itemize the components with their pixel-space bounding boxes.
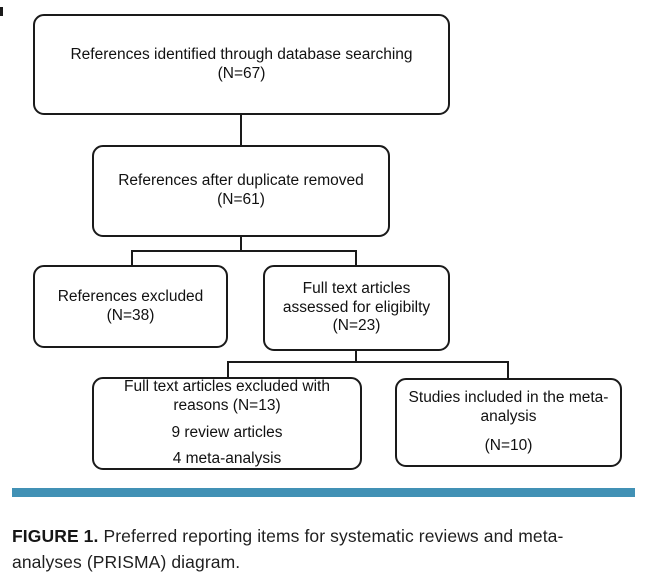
box-references-identified: References identified through database s… [33,14,450,115]
box-text-line: References identified through database s… [70,45,413,63]
figure-caption: FIGURE 1. Preferred reporting items for … [12,523,640,575]
box-count: (N=23) [332,317,381,335]
box-count: (N=67) [217,64,266,82]
box-fulltext-assessed: Full text articles assessed for eligibil… [263,265,450,351]
connector-drop-included [507,361,509,378]
box-studies-included: Studies included in the meta- analysis (… [395,378,622,467]
box-text-line: References excluded [57,287,204,305]
box-text-line: Full text articles [302,279,411,297]
box-count: (N=38) [106,306,155,324]
scan-artifact-mark [0,7,3,16]
box-text-line: assessed for eligibilty [282,298,431,316]
box-count: (N=10) [484,437,533,455]
figure-caption-text-line2: analyses (PRISMA) diagram. [12,551,241,572]
box-count: (N=61) [217,191,265,208]
box-references-excluded: References excluded (N=38) [33,265,228,348]
box-fulltext-excluded-with-reasons: Full text articles excluded with reasons… [92,377,362,470]
box-reason-item: 9 review articles [171,423,283,441]
connector-branch-row4 [227,361,509,363]
connector-drop-fulltext-excluded [227,361,229,377]
connector-assessed-stub [355,351,357,362]
box-references-after-duplicate-removed: References after duplicate removed (N=61… [92,145,390,237]
connector-deduplicated-stub [240,237,242,252]
box-text-line: Studies included in the meta- [408,388,609,406]
connector-drop-assessed [355,250,357,265]
box-text-line: reasons (N=13) [173,396,281,414]
accent-divider-bar [12,488,635,497]
figure-caption-label: FIGURE 1. [12,525,99,546]
box-text-line: References after duplicate removed [118,172,364,190]
box-text-line: analysis [480,407,537,425]
figure-caption-text-line1: Preferred reporting items for systematic… [103,525,564,546]
box-text-line: Full text articles excluded with [124,377,330,395]
connector-identified-to-deduplicated [240,115,242,145]
connector-branch-row3 [131,250,357,252]
box-reason-item: 4 meta-analysis [172,450,282,468]
connector-drop-excluded [131,250,133,265]
